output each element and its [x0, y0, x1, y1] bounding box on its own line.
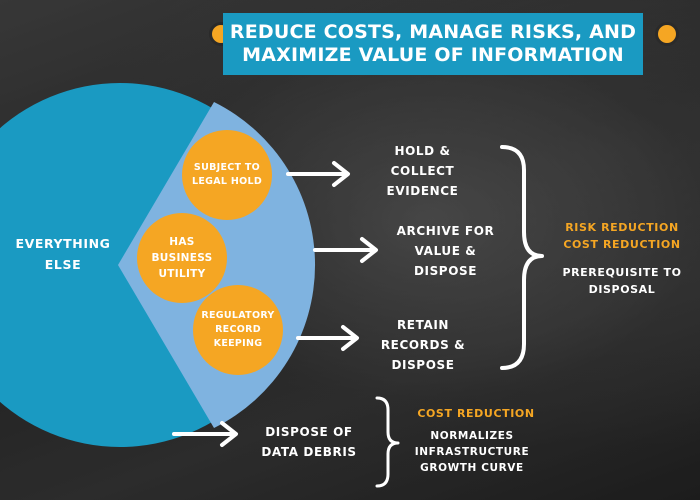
label-regulatory: REGULATORY RECORD KEEPING	[201, 310, 275, 349]
label-archive: ARCHIVE FOR VALUE & DISPOSE	[396, 224, 495, 278]
label-dispose-debris: DISPOSE OF DATA DEBRIS	[261, 425, 357, 459]
label-hold-collect: HOLD & COLLECT EVIDENCE	[386, 144, 459, 198]
title-line-2: MAXIMIZE VALUE OF INFORMATION	[242, 44, 624, 66]
outcome-prerequisite-disposal: PREREQUISITE TO DISPOSAL	[562, 266, 682, 296]
outcome2-cost-reduction: COST REDUCTION	[417, 407, 535, 420]
circle-business-utility	[137, 213, 227, 303]
outcome2-normalizes: NORMALIZES INFRASTRUCTURE GROWTH CURVE	[414, 430, 530, 474]
brace-large	[500, 145, 544, 370]
outcome-risk-reduction: RISK REDUCTION	[565, 221, 679, 234]
brace-small	[375, 396, 400, 488]
outcome-cost-reduction: COST REDUCTION	[563, 238, 681, 251]
label-everything-else: EVERYTHING ELSE	[15, 236, 111, 272]
title-line-1: REDUCE COSTS, MANAGE RISKS, AND	[229, 21, 637, 43]
title-banner: REDUCE COSTS, MANAGE RISKS, AND MAXIMIZE…	[223, 13, 643, 75]
circle-regulatory	[193, 285, 283, 375]
arrow-dispose	[172, 421, 238, 447]
page-title: REDUCE COSTS, MANAGE RISKS, AND MAXIMIZE…	[230, 21, 636, 67]
label-business-utility: HAS BUSINESS UTILITY	[151, 236, 213, 280]
arrow-hold	[286, 161, 350, 187]
label-legal-hold: SUBJECT TO LEGAL HOLD	[191, 162, 263, 187]
arrow-retain	[296, 325, 359, 351]
arrow-archive	[313, 237, 378, 263]
circle-legal-hold	[182, 130, 272, 220]
label-retain: RETAIN RECORDS & DISPOSE	[380, 318, 466, 372]
title-right-dot	[655, 22, 679, 46]
